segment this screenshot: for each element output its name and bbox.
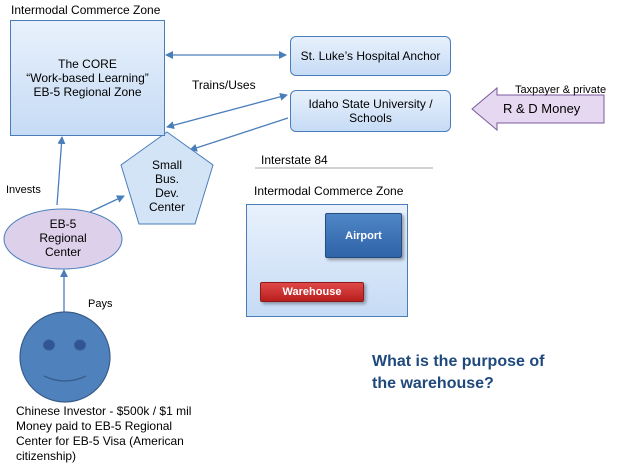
arrow-eb5-sbdc (89, 195, 125, 213)
taxpayer-label: Taxpayer & private (515, 84, 607, 96)
sbdc-line-3: Dev. (155, 186, 179, 200)
question-line-2: the warehouse? (372, 375, 494, 392)
arrow-core-isu (166, 92, 288, 130)
sbdc-line-4: Center (148, 200, 186, 214)
st-lukes-box: St. Luke’s Hospital Anchor (290, 36, 451, 76)
sbdc-pentagon (120, 131, 214, 225)
core-line-1: The CORE (58, 57, 117, 71)
isu-box: Idaho State University / Schools (290, 90, 451, 132)
question-line-1: What is the purpose of (372, 353, 545, 370)
core-box: The CORE “Work-based Learning” EB-5 Regi… (10, 20, 165, 136)
zone-bottom-label: Intermodal Commerce Zone (254, 184, 404, 198)
rd-money-arrow-shape (471, 86, 605, 132)
zone-top-label: Intermodal Commerce Zone (11, 3, 161, 17)
pays-label: Pays (88, 298, 113, 310)
investor-face-icon (19, 311, 111, 403)
sbdc-line-2: Bus. (154, 172, 179, 186)
sbdc-line-1: Small (151, 158, 182, 172)
investor-line-1: Chinese Investor - $500k / $1 mil (16, 404, 192, 418)
eb5-ellipse (3, 208, 123, 270)
st-lukes-label: St. Luke’s Hospital Anchor (300, 49, 441, 63)
investor-line-3: Center for EB-5 Visa (American (16, 434, 184, 448)
investor-line-4: citizenship) (16, 449, 77, 463)
investor-line-2: Money paid to EB-5 Regional (16, 419, 173, 433)
isu-line-2: Schools (349, 111, 392, 125)
investor-description: Chinese Investor - $500k / $1 mil Money … (16, 404, 191, 464)
eb5-text: EB-5 Regional Center (13, 217, 113, 259)
sbdc-text: Small Bus. Dev. Center (139, 158, 195, 214)
trains-uses-label: Trains/Uses (192, 78, 256, 92)
warehouse-box: Warehouse (260, 282, 364, 302)
eb5-line-2: Regional (39, 231, 87, 245)
core-line-3: EB-5 Regional Zone (33, 85, 142, 99)
arrow-eb5-core (56, 136, 66, 206)
isu-line-1: Idaho State University / (308, 97, 433, 111)
question-text: What is the purpose of the warehouse? (372, 351, 544, 395)
rd-money-label: R & D Money (503, 101, 581, 116)
invests-label: Invests (6, 184, 41, 196)
warehouse-label: Warehouse (282, 286, 342, 298)
eb5-line-1: EB-5 (49, 217, 77, 231)
eb5-line-3: Center (44, 245, 82, 259)
interstate-label: Interstate 84 (261, 153, 328, 167)
airport-label: Airport (345, 229, 382, 242)
core-line-2: “Work-based Learning” (26, 71, 149, 85)
arrow-isu-sbdc (189, 117, 289, 152)
airport-box: Airport (325, 213, 402, 258)
